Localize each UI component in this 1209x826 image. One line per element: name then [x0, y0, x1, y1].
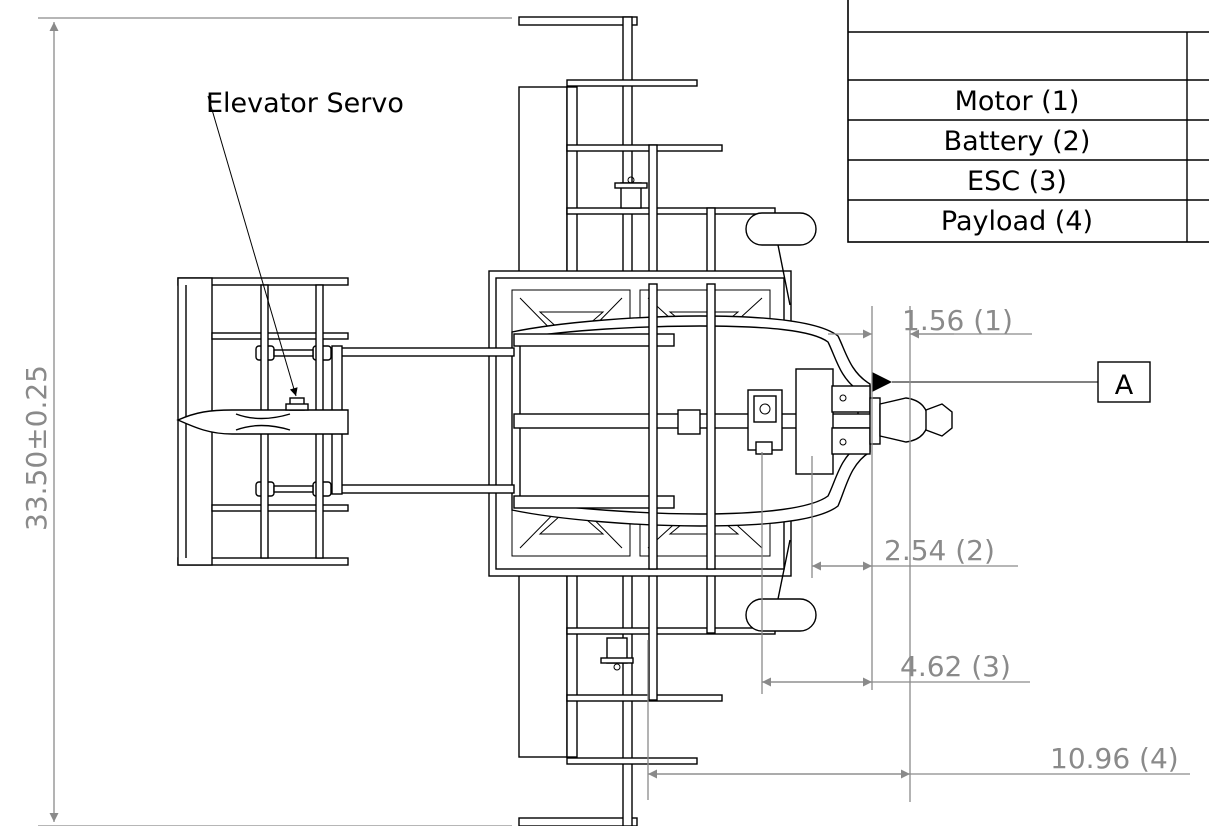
datum-label: A: [1115, 370, 1134, 401]
table-row-esc: ESC (3): [967, 166, 1067, 197]
esc-block: [795, 368, 834, 475]
motor-mount: [831, 385, 881, 455]
horizontal-tail: [176, 277, 349, 566]
table-row-battery: Battery (2): [944, 126, 1091, 157]
payload-mount: [677, 409, 701, 435]
main-wheels: [745, 212, 817, 632]
aileron-servo-top: [614, 176, 648, 209]
overall-height-label: 33.50±0.25: [20, 365, 53, 531]
wing-ribs: [566, 79, 776, 765]
elevator-servo-label: Elevator Servo: [206, 88, 404, 119]
elevator-servo-body: [285, 397, 309, 411]
dim-esc-label: 4.62 (3): [900, 650, 1011, 683]
station-dimensions: 1.56 (1) 2.54 (2) 4.62 (3) 10.96 (4): [647, 304, 1190, 802]
datum-a: A: [872, 361, 1151, 403]
table-row-payload: Payload (4): [941, 206, 1093, 237]
table-row-motor: Motor (1): [955, 86, 1080, 117]
battery: [747, 389, 783, 455]
motor: [879, 397, 953, 443]
overall-height-dimension: 33.50±0.25: [20, 17, 512, 826]
elevator-servo-callout: Elevator Servo: [206, 88, 404, 397]
fuselage: [488, 270, 953, 577]
dim-payload-label: 10.96 (4): [1050, 742, 1179, 775]
component-table: Motor (1) Battery (2) ESC (3) Payload (4…: [847, 0, 1209, 243]
aileron-servo-bottom: [600, 637, 634, 671]
dim-motor-label: 1.56 (1): [902, 304, 1013, 337]
dim-battery-label: 2.54 (2): [884, 534, 995, 567]
